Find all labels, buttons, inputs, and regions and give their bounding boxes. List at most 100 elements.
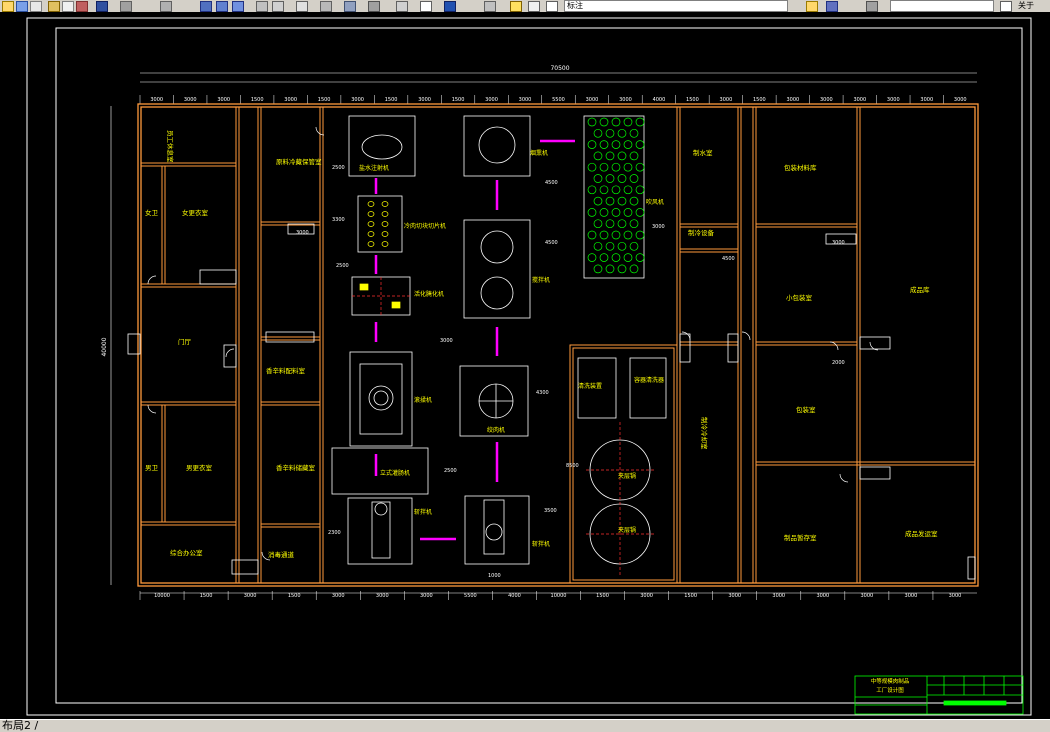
label-kettle1: 夹层锅 [618, 472, 636, 480]
markup-icon[interactable] [344, 1, 356, 12]
hatch-cell [635, 253, 645, 262]
dim-top-label: 1500 [251, 97, 264, 103]
hatch-cell [617, 128, 627, 138]
hatch-cell [599, 162, 609, 172]
hatch-cell [635, 117, 645, 127]
dim-top-label: 3000 [351, 97, 364, 103]
calculator-icon[interactable] [368, 1, 380, 12]
inner-dim-label: 3500 [544, 508, 557, 514]
help-icon[interactable] [444, 1, 456, 12]
layer-icon[interactable] [396, 1, 408, 12]
dim-top-label: 1500 [452, 97, 465, 103]
layout-tab[interactable]: 布局2 / [2, 719, 39, 732]
redo-icon[interactable] [120, 1, 132, 12]
hatch-cell [587, 208, 597, 217]
dim-bottom-label: 3000 [772, 593, 785, 599]
dim-top-label: 1500 [753, 97, 766, 103]
dim-top-label: 3000 [920, 97, 933, 103]
hatch-cell [635, 185, 645, 195]
hatch-cell [587, 162, 597, 172]
label-kettle2: 夹层锅 [618, 526, 636, 534]
dim-top-label: 3000 [217, 97, 230, 103]
print-icon[interactable] [30, 1, 42, 12]
hatch-cell [623, 253, 633, 262]
total-height-label: 40000 [101, 337, 108, 356]
room-lobby: 门厅 [178, 337, 192, 346]
hatch-cell [623, 162, 633, 172]
cut-icon[interactable] [48, 1, 60, 12]
label-upright-filler: 立式灌肠机 [380, 469, 410, 477]
tool-palette-icon[interactable] [296, 1, 308, 12]
hatch-cell [587, 140, 597, 149]
color-square-icon[interactable] [546, 1, 558, 12]
dim-bottom-label: 10000 [551, 593, 567, 599]
sheet-set-icon[interactable] [320, 1, 332, 12]
open-icon[interactable] [2, 1, 14, 12]
hatch-cell [629, 151, 639, 161]
dim-bottom-label: 5500 [464, 593, 477, 599]
room-pack: 包装室 [796, 405, 816, 414]
hatch-cell [635, 230, 645, 240]
copy-icon[interactable] [62, 1, 74, 12]
layer-manager-icon[interactable] [826, 1, 838, 12]
zoom-window-icon[interactable] [216, 1, 228, 12]
dim-top-label: 3000 [150, 97, 163, 103]
dim-bottom-label: 3000 [861, 593, 874, 599]
inner-dim-label: 2500 [444, 468, 457, 474]
hatch-cell [623, 185, 633, 195]
hatch-cell [587, 253, 597, 262]
room-staff-rest: 员工休息室 [166, 130, 175, 163]
hatch-cell [593, 219, 603, 229]
hatch-cell [593, 264, 603, 274]
inner-dim-label: 2000 [832, 360, 845, 366]
label-chopper: 斩拌机 [414, 508, 432, 516]
bulb-icon[interactable] [510, 1, 522, 12]
inner-dim-label: 1000 [488, 573, 501, 579]
hatch-cell [605, 241, 615, 251]
inner-dim-label: 3000 [832, 240, 845, 246]
sun-icon[interactable] [528, 1, 540, 12]
hatch-cell [623, 140, 633, 149]
hatch-cell [599, 117, 609, 127]
help-window-icon[interactable] [1000, 1, 1012, 12]
color-dropdown[interactable] [890, 0, 994, 12]
undo-icon[interactable] [96, 1, 108, 12]
layer-previous-icon[interactable] [806, 1, 818, 12]
dim-top-label: 3000 [184, 97, 197, 103]
label-tumbler: 滚揉机 [414, 396, 432, 404]
label-curing: 活化腌化机 [414, 290, 444, 298]
hatch-cell [623, 208, 633, 217]
hatch-cell [611, 208, 621, 217]
grid-icon[interactable] [420, 1, 432, 12]
design-center-icon[interactable] [272, 1, 284, 12]
hatch-cell [599, 230, 609, 240]
properties-icon[interactable] [256, 1, 268, 12]
layer-state-icon[interactable] [484, 1, 496, 12]
label-grinder: 绞肉机 [487, 426, 505, 434]
hatch-cell [617, 151, 627, 161]
match-properties-icon[interactable] [866, 1, 878, 12]
hatch-cell [617, 174, 627, 183]
pan-icon[interactable] [160, 1, 172, 12]
hatch-cell [605, 219, 615, 229]
dim-top-label: 1500 [686, 97, 699, 103]
hatch-cell [605, 128, 615, 138]
hatch-cell [611, 230, 621, 240]
paste-icon[interactable] [76, 1, 88, 12]
save-icon[interactable] [16, 1, 28, 12]
room-water: 制水室 [693, 148, 713, 157]
zoom-previous-icon[interactable] [232, 1, 244, 12]
room-office: 综合办公室 [170, 548, 203, 557]
dim-bottom-label: 1500 [288, 593, 301, 599]
room-cooling-dept: 制冷冷却室 [700, 417, 709, 450]
status-bar: 布局2 / [0, 719, 1050, 732]
room-product-store: 成品库 [910, 285, 930, 294]
zoom-realtime-icon[interactable] [200, 1, 212, 12]
inner-dim-label: 3000 [440, 338, 453, 344]
dim-bottom-label: 3000 [816, 593, 829, 599]
dim-bottom-label: 3000 [244, 593, 257, 599]
layer-dropdown[interactable]: 标注 [564, 0, 788, 12]
dim-bottom-label: 3000 [905, 593, 918, 599]
title-line1: 中等规模肉制品 [871, 677, 910, 685]
